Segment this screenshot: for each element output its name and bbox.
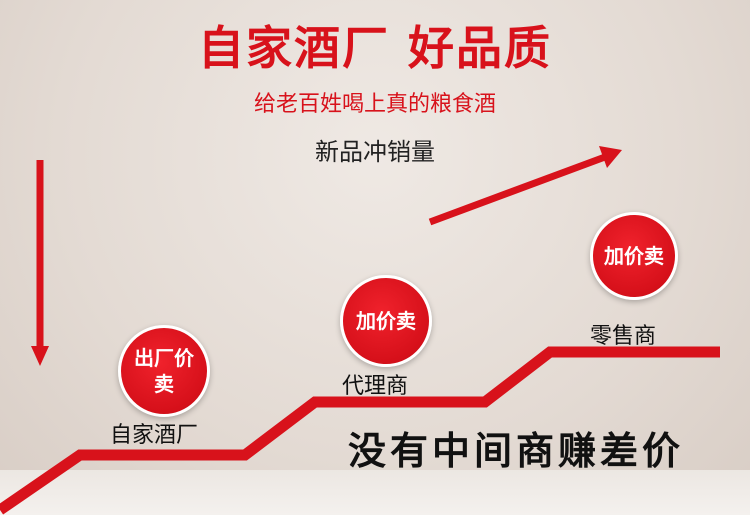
arrow-up-icon bbox=[428, 146, 622, 226]
agent-markup-badge: 加价卖 bbox=[340, 275, 432, 367]
retail-markup-badge: 加价卖 bbox=[590, 212, 678, 300]
price-step-line bbox=[0, 346, 720, 515]
slogan: 没有中间商赚差价 bbox=[348, 429, 685, 473]
tagline: 新品冲销量 bbox=[315, 138, 435, 166]
page-subtitle: 给老百姓喝上真的粮食酒 bbox=[253, 92, 496, 117]
stage-label-agent: 代理商 bbox=[342, 374, 409, 399]
stage-label-retail: 零售商 bbox=[590, 324, 657, 349]
page-title: 自家酒厂 好品质 bbox=[197, 21, 552, 75]
stage-label-factory: 自家酒厂 bbox=[110, 423, 199, 448]
factory-price-badge: 出厂价卖 bbox=[118, 325, 210, 417]
arrow-down-icon bbox=[31, 160, 49, 366]
bottom-band bbox=[0, 470, 750, 515]
